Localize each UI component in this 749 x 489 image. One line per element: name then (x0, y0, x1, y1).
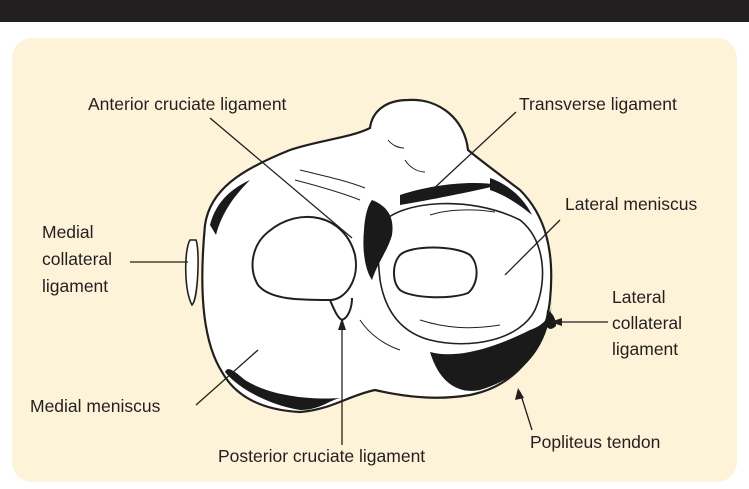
label-anterior-cruciate-ligament: Anterior cruciate ligament (88, 94, 286, 115)
label-lateral-collateral-line1: Lateral (612, 287, 666, 308)
label-lateral-collateral-line2: collateral (612, 313, 682, 334)
label-medial-collateral-line3: ligament (42, 276, 108, 297)
label-popliteus-tendon: Popliteus tendon (530, 432, 660, 453)
arrowhead-popliteus (515, 388, 524, 400)
label-medial-meniscus: Medial meniscus (30, 396, 160, 417)
label-transverse-ligament: Transverse ligament (519, 94, 677, 115)
label-lateral-meniscus: Lateral meniscus (565, 194, 697, 215)
label-lateral-collateral-line3: ligament (612, 339, 678, 360)
label-medial-collateral-line1: Medial (42, 222, 94, 243)
medial-collateral-nub (186, 240, 198, 305)
label-medial-collateral-line2: collateral (42, 249, 112, 270)
label-posterior-cruciate-ligament: Posterior cruciate ligament (218, 446, 425, 467)
lateral-collateral-nub (546, 310, 556, 329)
lateral-meniscus-inner-edge (394, 248, 477, 298)
